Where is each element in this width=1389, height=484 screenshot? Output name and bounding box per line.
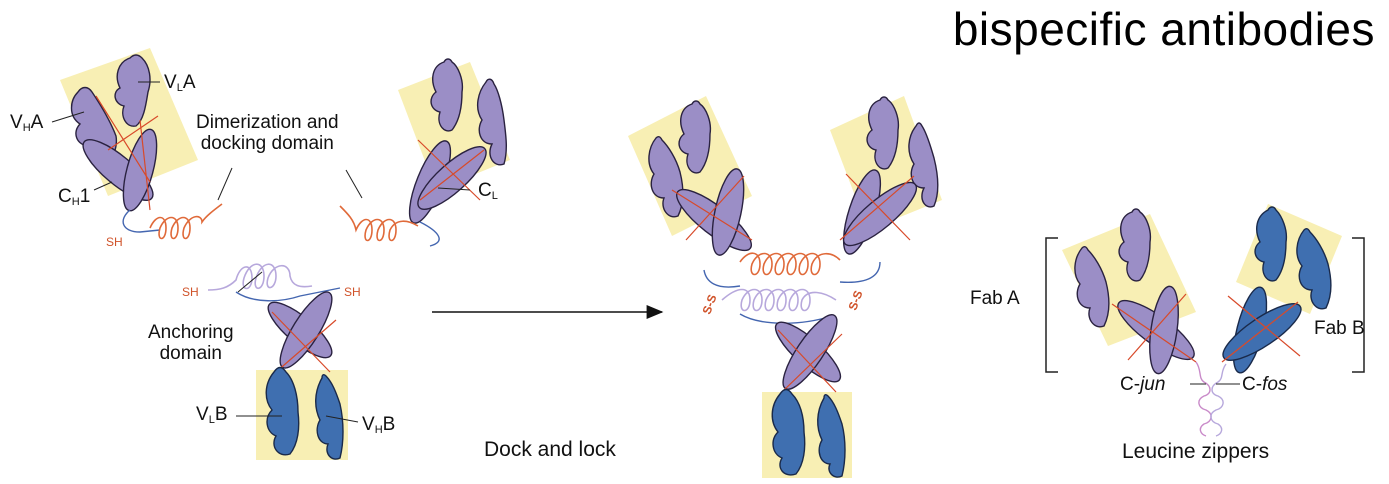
label-cl: CL [478, 180, 498, 207]
fab-a-right [340, 59, 510, 246]
label-sh-a: SH [106, 232, 123, 253]
ddd-coil-b [340, 206, 418, 241]
label-sh-anchor-right: SH [344, 282, 361, 303]
label-vl-a: VLA [164, 72, 196, 99]
label-fab-a: Fab A [970, 288, 1020, 309]
zipper-coil-jun [1196, 362, 1211, 436]
zipper-coil-fos [1211, 364, 1226, 436]
caption-leucine-zippers: Leucine zippers [1122, 440, 1269, 464]
ddd-coil-a [150, 204, 222, 239]
bracket-left [1046, 238, 1058, 372]
dock-and-lock-assembly [628, 96, 942, 478]
label-sh-anchor-left: SH [182, 282, 199, 303]
ddd-coil-center [740, 253, 840, 274]
label-ch1: CH1 [58, 186, 90, 213]
label-vh-a: VHA [10, 112, 43, 139]
label-c-jun: C-jun [1120, 374, 1165, 395]
label-fab-b: Fab B [1314, 318, 1365, 339]
label-vh-b: VHB [362, 414, 395, 441]
bracket-right [1352, 238, 1364, 372]
caption-dock-and-lock: Dock and lock [484, 438, 616, 462]
label-anchoring-domain: Anchoring domain [148, 322, 234, 364]
label-c-fos: C-fos [1242, 374, 1287, 395]
page-title: bispecific antibodies [953, 2, 1375, 56]
label-dimerization-docking-domain: Dimerization and docking domain [196, 112, 339, 154]
anchoring-coil-center [722, 290, 836, 311]
anchoring-coil [208, 264, 312, 290]
label-vl-b: VLB [196, 404, 228, 431]
